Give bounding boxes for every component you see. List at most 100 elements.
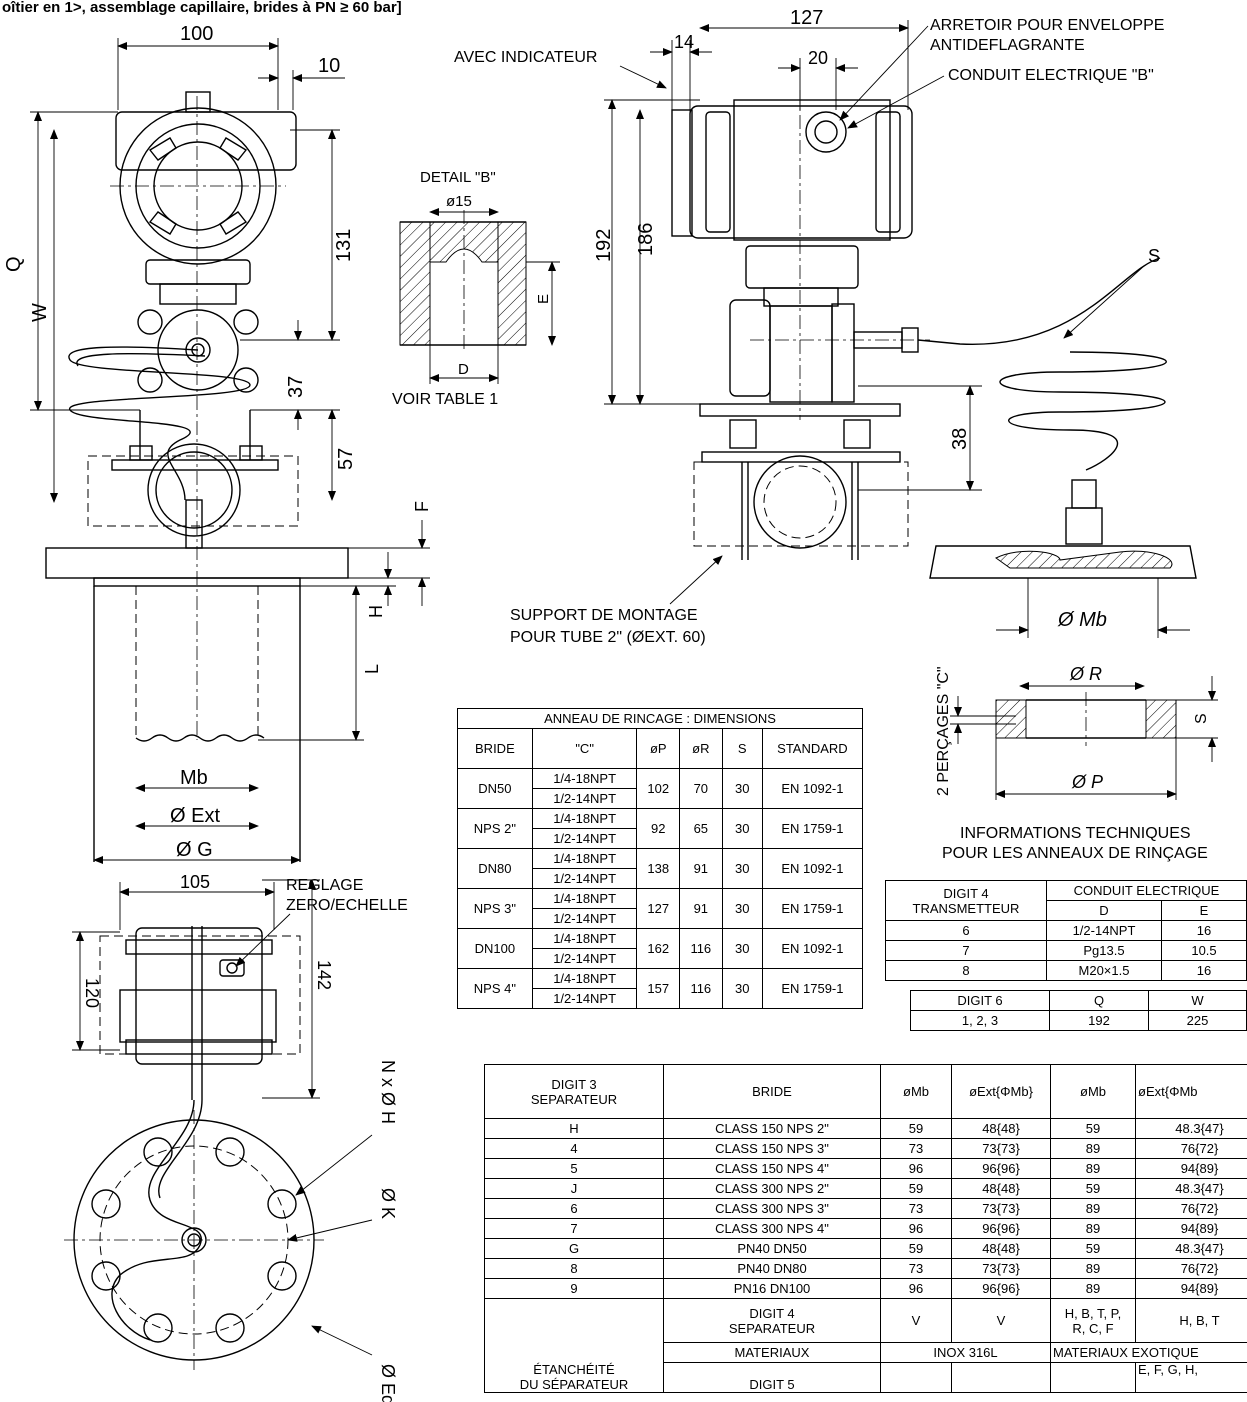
sep-h-ext2: øExt{ΦMb [1135,1064,1247,1119]
dim-57: 57 [335,448,357,470]
rinsing-ring-section: 2 PERÇAGES "C" Ø R S Ø P INFORMATIONS TE… [935,664,1218,862]
sep-v1: V [880,1298,952,1343]
rinsing-h-r: øR [679,728,723,769]
rinsing-h-s: S [721,728,763,769]
dim-38: 38 [949,428,971,450]
rinsing-bride: NPS 4" [457,968,533,1009]
dim-131: 131 [333,229,355,262]
sep-ext1: 96{96} [951,1218,1051,1239]
sep-bride: CLASS 300 NPS 3" [663,1198,881,1219]
rinsing-c2: 1/2-14NPT [531,868,638,889]
rinsing-c2: 1/2-14NPT [531,828,638,849]
dim-G: Ø G [176,839,213,861]
sep-last: E, F, G, H, [1135,1362,1247,1393]
qw-digit: 1, 2, 3 [910,1010,1050,1031]
sep-mb2: 59 [1050,1118,1136,1139]
sep-mb1: 59 [880,1178,952,1199]
dim-37: 37 [285,376,307,398]
sep-ext2: 48.3{47} [1135,1118,1247,1139]
rinsing-p: 157 [636,968,681,1009]
sep-mb1: 96 [880,1278,952,1299]
dim-10: 10 [318,55,340,77]
sep-digit: 8 [484,1258,664,1279]
sep-digit5: DIGIT 5 [663,1362,881,1393]
dim-H: H [366,605,386,618]
dim-127: 127 [790,7,823,29]
rinsing-h-c: "C" [531,728,638,769]
sep-mb2: 89 [1050,1138,1136,1159]
sep-ext2: 48.3{47} [1135,1178,1247,1199]
callout-reglage-1: REGLAGE [286,877,363,894]
table-row: 1/2-14NPT [458,908,863,929]
sep-h-digit-2: SEPARATEUR [530,1091,618,1107]
table-row: 1/2-14NPT [458,988,863,1009]
sep-h-ext1: øExt{ΦMb} [951,1064,1051,1119]
rinsing-r: 70 [679,768,723,809]
avec-indicateur-label: AVEC INDICATEUR [454,49,597,66]
rinsing-bride: NPS 2" [457,808,533,849]
sep-h-bride: BRIDE [663,1064,881,1119]
rinsing-h-std: STANDARD [761,728,864,769]
rinsing-bride: DN80 [457,848,533,889]
detail-D: D [458,361,469,378]
conduit-h-digit-1: DIGIT 4 [943,885,989,901]
sep-bride: PN40 DN50 [663,1238,881,1259]
sep-bride: PN40 DN80 [663,1258,881,1279]
sep-h-mb2: øMb [1050,1064,1136,1119]
sep-v2: V [951,1298,1051,1343]
dim-100: 100 [180,23,213,45]
sep-ext2: 76{72} [1135,1138,1247,1159]
conduit-h-e: E [1161,900,1247,921]
sep-sep4-1: DIGIT 4 [749,1305,795,1321]
qw-q: 192 [1049,1010,1149,1031]
sep-inox: INOX 316L [880,1342,1051,1363]
sep-ext1: 73{73} [951,1138,1051,1159]
rinsing-p: 102 [636,768,681,809]
sep-digit: 5 [484,1158,664,1179]
conduit-d: Pg13.5 [1046,940,1162,961]
dim-Ext: Ø Ext [170,805,220,827]
sep-ext1: 96{96} [951,1158,1051,1179]
sep-mb2: 59 [1050,1178,1136,1199]
rinsing-std: EN 1092-1 [761,928,864,969]
sep-mat-exo: MATERIAUX EXOTIQUE [1050,1342,1247,1363]
ring-S: S [1193,713,1210,724]
rinsing-c1: 1/4-18NPT [531,768,638,789]
sep-h-mb1: øMb [880,1064,952,1119]
sep-digit: H [484,1118,664,1139]
rinsing-c1: 1/4-18NPT [531,928,638,949]
sep-bride: CLASS 300 NPS 2" [663,1178,881,1199]
header-title: oîtier en 1>, assemblage capillaire, bri… [2,0,402,16]
sep-sep4-2: SEPARATEUR [728,1320,816,1336]
conduit-digit: 7 [885,940,1047,961]
ring-R: Ø R [1069,664,1102,684]
sep-mb2: 89 [1050,1278,1136,1299]
rinsing-bride: NPS 3" [457,888,533,929]
sep-ext1: 96{96} [951,1278,1051,1299]
rinsing-s: 30 [721,768,763,809]
dim-20: 20 [808,48,828,68]
sep-mb1: 73 [880,1198,952,1219]
sep-ext1: 73{73} [951,1258,1051,1279]
rinsing-p: 127 [636,888,681,929]
ring-perc: 2 PERÇAGES "C" [935,666,952,796]
sep-bride: CLASS 150 NPS 2" [663,1118,881,1139]
conduit-digit: 8 [885,960,1047,981]
rinsing-c1: 1/4-18NPT [531,808,638,829]
rinsing-std: EN 1759-1 [761,808,864,849]
sep-exo: H, B, T, P,R, C, F [1050,1298,1136,1343]
sep-bride: PN16 DN100 [663,1278,881,1299]
sep-digit: G [484,1238,664,1259]
